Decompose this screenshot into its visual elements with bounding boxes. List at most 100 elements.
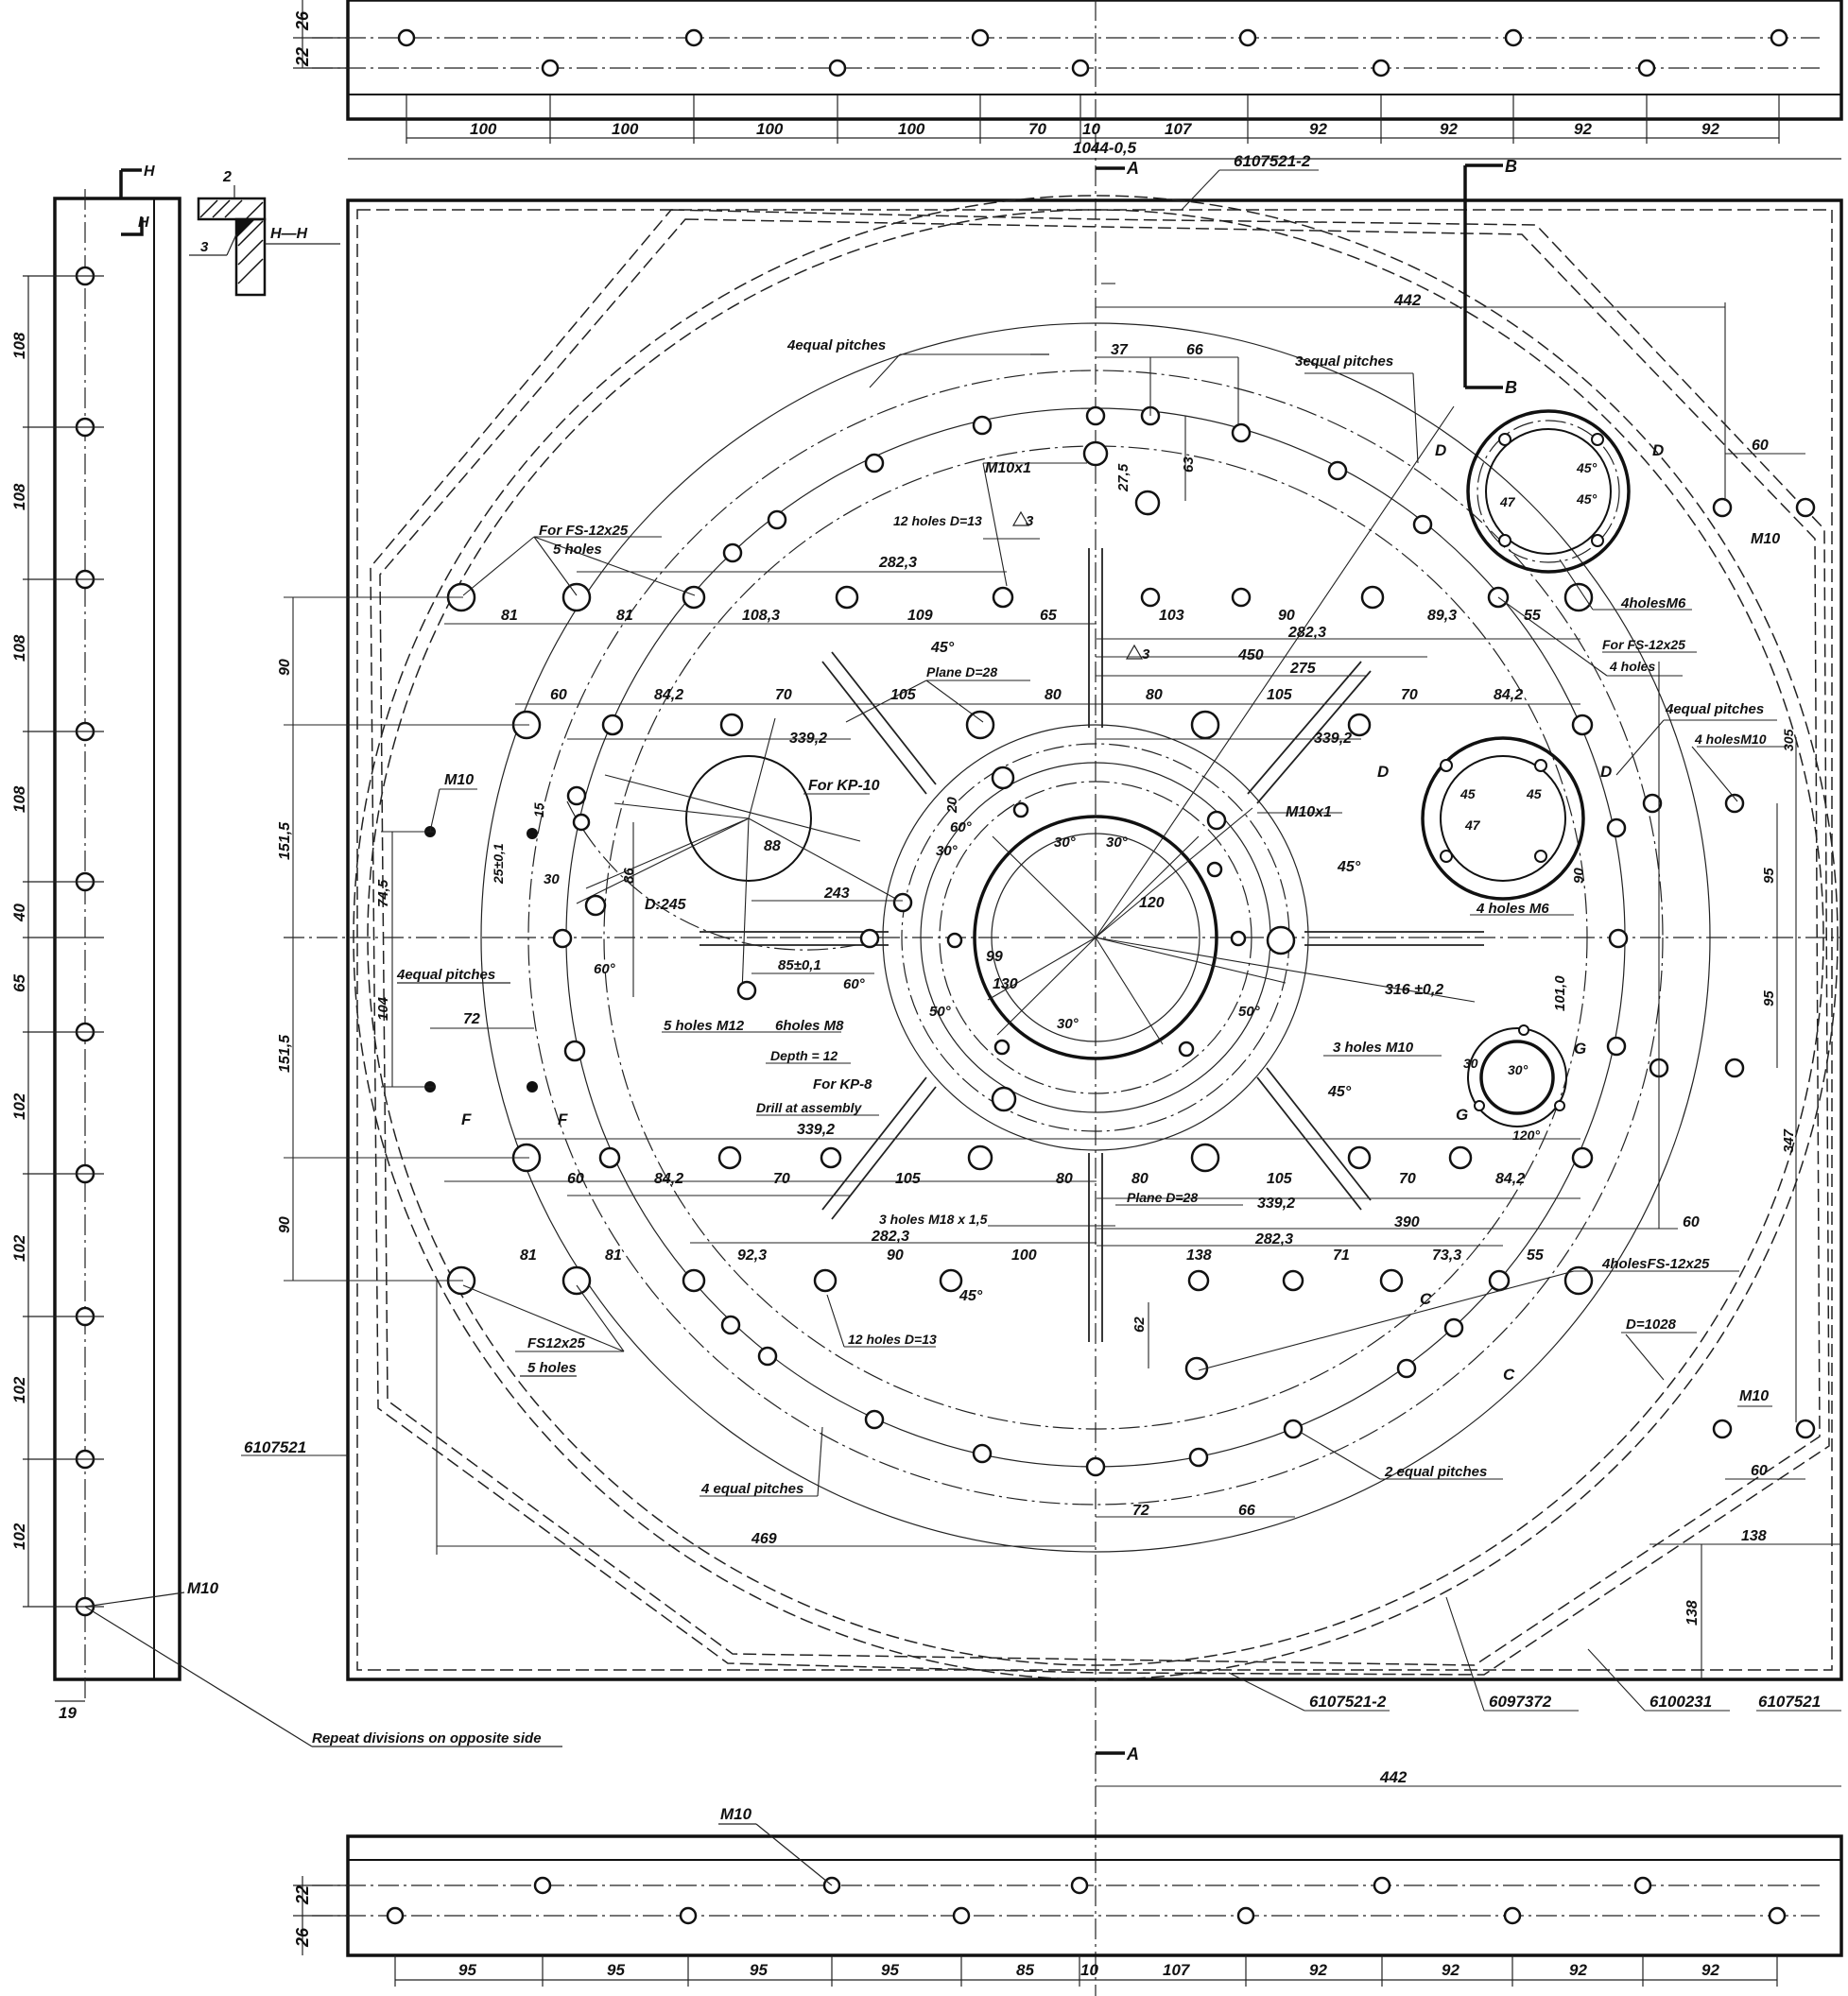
- dim: 60°: [950, 819, 973, 835]
- strip-hole: [684, 28, 703, 47]
- top-pitch: 92: [1309, 120, 1327, 138]
- strip-hole: [1637, 59, 1656, 77]
- weld-section-title: H—H: [270, 226, 308, 242]
- kp10-bore: [685, 755, 812, 882]
- plate-holes: [424, 405, 1816, 1477]
- dim: 25±0,1: [491, 843, 506, 885]
- dim: 450: [1237, 647, 1264, 663]
- left-strip-view: 108 108 108 108 40 65 102 102 102 102 19…: [10, 163, 562, 1747]
- dim: 105: [895, 1171, 922, 1187]
- dim: 105: [1267, 687, 1293, 703]
- dim: 45°: [930, 640, 955, 656]
- bottom-strip-dim-26: 26: [293, 1927, 312, 1948]
- dim: 282,3: [878, 555, 917, 571]
- dim: 80: [1045, 687, 1062, 703]
- repeat-note: Repeat divisions on opposite side: [312, 1730, 542, 1746]
- dim: 120°: [1512, 1127, 1540, 1143]
- bottom-pitch: 95: [881, 1961, 899, 1979]
- note: For FS-12x25: [1602, 637, 1685, 652]
- dim: 45°: [1327, 1084, 1352, 1100]
- note: 5 holes: [553, 542, 602, 558]
- dim: 70: [773, 1171, 790, 1187]
- dim: 30°: [1508, 1062, 1528, 1077]
- dim: 60°: [843, 976, 866, 992]
- part-numbers: 6107521-2 6107521 6107521-2 6097372 6100…: [244, 152, 1821, 1711]
- dim: 84,2: [654, 687, 683, 703]
- dim: 100: [1011, 1248, 1037, 1264]
- left-pitch: 40: [10, 903, 28, 922]
- dim: 339,2: [789, 731, 827, 747]
- central-bore: [973, 815, 1218, 1060]
- section-d-3: D: [1377, 763, 1389, 781]
- bottom-pitch: 92: [1442, 1961, 1459, 1979]
- top-pitch: 70: [1028, 120, 1046, 138]
- dim: 105: [890, 687, 917, 703]
- note: 12 holes D=13: [893, 513, 982, 528]
- dim: 45: [1526, 786, 1542, 801]
- note: 6holes M8: [775, 1018, 844, 1034]
- dim: 30°: [1106, 835, 1129, 851]
- left-pitch: 65: [10, 974, 28, 992]
- note: 3: [1142, 646, 1150, 662]
- dim: 138: [1741, 1528, 1767, 1544]
- dim: 442: [1379, 1768, 1408, 1786]
- strip-hole: [971, 28, 990, 47]
- dim: 80: [1131, 1171, 1149, 1187]
- dim: 86: [621, 868, 637, 884]
- note: Plane D=28: [1127, 1190, 1198, 1205]
- note: FS12x25: [527, 1335, 586, 1351]
- bottom-pitch: 95: [750, 1961, 768, 1979]
- part-no-top: 6107521-2: [1234, 152, 1311, 170]
- upper-right-bore: [1466, 409, 1631, 574]
- note: M10: [1751, 531, 1780, 547]
- section-a-top: A: [1126, 159, 1139, 178]
- dim: 71: [1333, 1248, 1350, 1264]
- dim: 84,2: [654, 1171, 683, 1187]
- dim: 80: [1146, 687, 1163, 703]
- mid-right-bore: [1421, 736, 1585, 901]
- bottom-pitch: 92: [1701, 1961, 1719, 1979]
- note: For KP-8: [813, 1076, 872, 1093]
- dim: 70: [1399, 1171, 1416, 1187]
- dim: 60: [1751, 1463, 1768, 1479]
- top-strip-outline: [346, 0, 1843, 121]
- top-strip-dim-26: 26: [293, 10, 312, 31]
- dim: 70: [775, 687, 792, 703]
- section-b-bottom: B: [1505, 378, 1517, 397]
- left-strip-m10: M10: [187, 1579, 219, 1597]
- dim: 45°: [1576, 460, 1598, 475]
- annotations: 4equal pitches 3equal pitches M10x1 12 h…: [396, 337, 1780, 1497]
- dim: 27,5: [1115, 463, 1131, 492]
- dim: 90: [1278, 608, 1295, 624]
- note: 4equal pitches: [1665, 701, 1764, 717]
- note: 4equal pitches: [396, 967, 495, 983]
- section-g-1: G: [1574, 1040, 1586, 1058]
- dim: 45°: [1337, 859, 1361, 875]
- dim: 60: [1683, 1214, 1700, 1230]
- note: 5 holes: [527, 1360, 577, 1376]
- section-c-2: C: [1503, 1366, 1515, 1384]
- bottom-pitch: 95: [607, 1961, 625, 1979]
- dimension-values: 442 60 37 66 27,5 63 282,3 81 81 108,3 1…: [277, 291, 1797, 1786]
- dim: 316 ±0,2: [1385, 982, 1443, 998]
- dim: 72: [1132, 1503, 1149, 1519]
- dim: 138: [1186, 1248, 1212, 1264]
- dim: 339,2: [1314, 731, 1352, 747]
- outer-flange-circle: [353, 195, 1839, 1680]
- bottom-pitch: 107: [1163, 1961, 1191, 1979]
- left-strip-outline: [53, 197, 181, 1681]
- dim: 101,0: [1552, 975, 1568, 1011]
- dim: 92,3: [737, 1248, 767, 1264]
- section-f-1: F: [461, 1110, 472, 1128]
- note: Drill at assembly: [756, 1100, 862, 1115]
- section-b-top: B: [1505, 157, 1517, 176]
- note: 3: [1026, 513, 1034, 529]
- note: 4holesM6: [1620, 595, 1686, 611]
- note: Plane D=28: [926, 664, 997, 680]
- dim: 120: [1139, 895, 1165, 911]
- strip-hole: [541, 59, 560, 77]
- left-pitch: 102: [10, 1523, 28, 1550]
- strip-hole: [1770, 28, 1788, 47]
- bottom-strip-dim-22: 22: [293, 1885, 312, 1905]
- dim: 275: [1289, 661, 1317, 677]
